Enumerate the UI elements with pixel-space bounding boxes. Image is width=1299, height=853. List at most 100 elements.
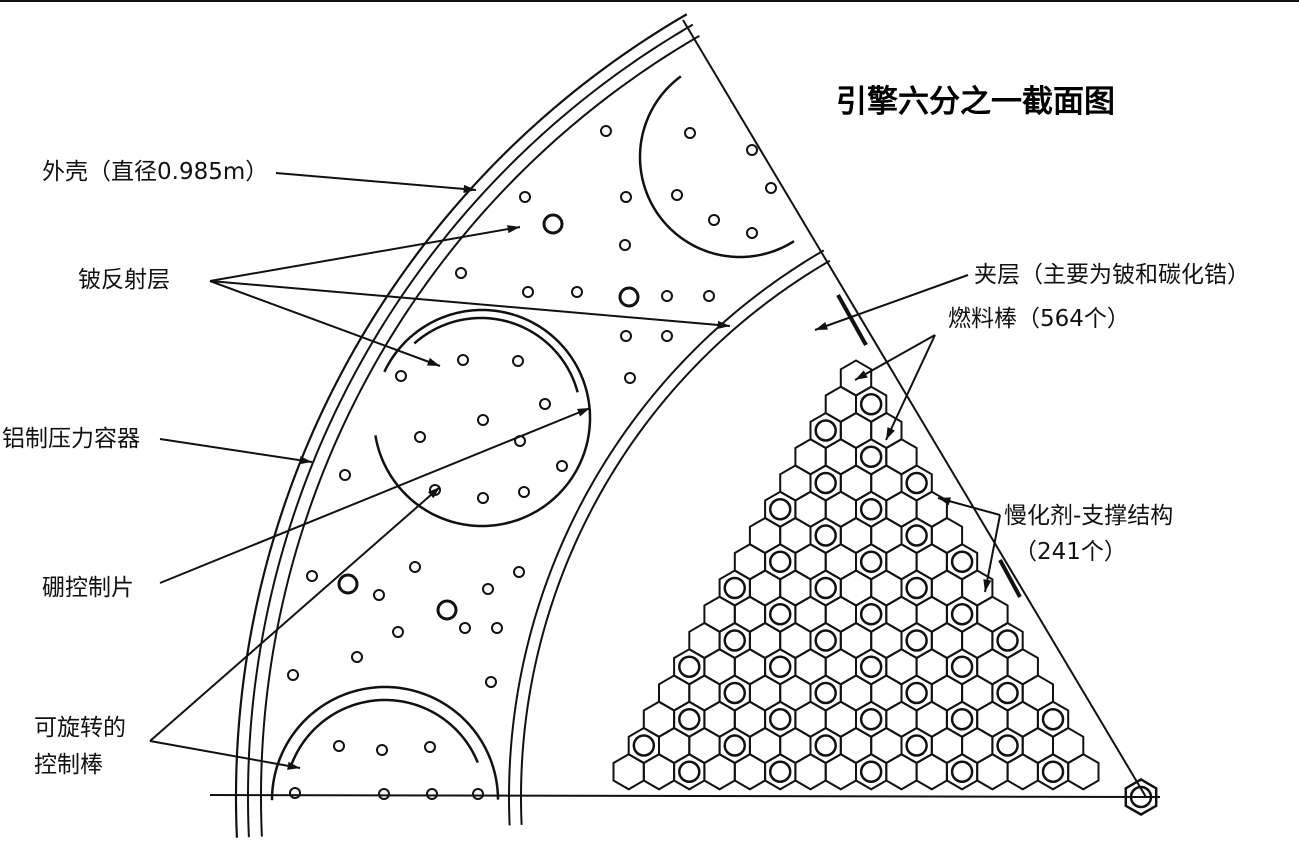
leader-reflector-c (209, 280, 731, 327)
fuel-rod-ring (814, 419, 837, 442)
fuel-rod-ring (996, 629, 1019, 652)
fuel-rod-ring (723, 629, 747, 652)
reflector-hole (684, 127, 696, 139)
leader-rod-b-head (287, 761, 300, 770)
fuel-rod-ring (905, 681, 928, 705)
fuel-rod-ring (950, 708, 974, 731)
fuel-rod-ring (859, 708, 883, 731)
reflector-hole (619, 239, 631, 251)
hex-cell (885, 753, 918, 791)
leader-reflector-a-head (507, 225, 520, 234)
fuel-rod-ring (950, 760, 974, 783)
leader-reflector-b (209, 280, 441, 367)
fuel-rod-ring (814, 734, 837, 757)
fuel-rod-ring (859, 655, 883, 678)
fuel-rod-ring (678, 708, 701, 731)
fuel-rod-ring (723, 576, 747, 600)
leader-reflector-b-head (427, 357, 440, 366)
reflector-hole (426, 788, 438, 800)
reflector-hole (600, 125, 612, 137)
fuel-rod-ring (859, 498, 883, 521)
reflector-hole (571, 286, 583, 298)
reflector-hole (491, 622, 503, 634)
reflector-large-hole (337, 573, 359, 595)
reflector-hole (477, 414, 489, 426)
leader-interlayer-head (815, 321, 828, 330)
fuel-rod-ring (996, 734, 1019, 757)
reflector-hole (289, 787, 301, 799)
fuel-rod-ring (905, 524, 928, 547)
edge-thick-segment (998, 559, 1022, 598)
fuel-rod-ring (768, 708, 792, 731)
hex-cell (824, 753, 857, 791)
fuel-rod-ring (905, 629, 928, 652)
fuel-rod-ring (950, 550, 974, 573)
label-rotating-rod-line2: 控制棒 (34, 752, 103, 778)
reflector-hole (455, 267, 467, 279)
reflector-hole (746, 144, 758, 156)
reactor-structure (209, 13, 1161, 838)
leader-fuel-b (885, 334, 936, 441)
hex-cell (612, 753, 645, 791)
fuel-rod-ring (859, 603, 883, 626)
reflector-hole (518, 486, 530, 498)
fuel-rod-ring (768, 655, 792, 678)
center-ring (1129, 785, 1153, 809)
fuel-rod-ring (678, 655, 701, 678)
fuel-rod-ring (859, 445, 883, 468)
fuel-rod-ring (905, 471, 928, 495)
fuel-rod-ring (1041, 760, 1065, 783)
reflector-hole (522, 286, 534, 298)
reflector-hole (485, 676, 497, 688)
reflector-hole (287, 669, 299, 681)
reflector-hole (746, 227, 758, 239)
reflector-hole (351, 651, 363, 663)
sector-arc (520, 259, 831, 825)
fuel-rod-ring (814, 576, 837, 600)
label-moderator-line2: （241个） (1014, 539, 1127, 565)
reflector-hole (519, 191, 531, 203)
reflector-large-hole (618, 286, 640, 308)
leader-vessel-head (299, 456, 312, 465)
leader-boron-plate-head (577, 408, 590, 417)
sector-arc (508, 249, 825, 826)
fuel-rod-ring (768, 760, 792, 783)
fuel-rod-ring (768, 603, 792, 626)
reflector-hole (378, 788, 390, 800)
reflector-hole (459, 622, 471, 634)
fuel-rod-ring (859, 760, 883, 783)
reflector-large-hole (436, 599, 458, 621)
hex-cell (733, 753, 767, 791)
control-drum-top (638, 75, 795, 259)
fuel-rod-ring (950, 655, 974, 678)
fuel-rod-ring (814, 681, 837, 705)
reflector-hole (339, 469, 351, 481)
reflector-hole (624, 372, 636, 384)
leader-fuel-a (854, 334, 936, 381)
sector-arc (260, 35, 700, 837)
fuel-rod-ring (768, 498, 792, 521)
edge-thick-segment (836, 294, 868, 346)
reflector-hole (414, 431, 426, 443)
leader-vessel (159, 438, 313, 463)
leader-reflector-a (209, 226, 521, 282)
hex-cell (794, 753, 827, 791)
leader-moderator-b (984, 514, 1001, 593)
leader-rod-b (149, 740, 301, 769)
reflector-hole (457, 354, 469, 366)
leader-fuel-a-head (855, 370, 868, 380)
fuel-rod-ring (905, 576, 928, 600)
leader-moderator-a-head (938, 497, 951, 506)
reflector-hole (477, 492, 489, 504)
reflector-hole (661, 290, 673, 302)
boron-plate-arc-bottom (290, 698, 479, 766)
label-moderator-line1: 慢化剂-支撑结构 (1004, 503, 1174, 529)
sector-edge-line (682, 19, 1147, 798)
reflector-hole (708, 214, 720, 226)
fuel-rod-ring (768, 550, 792, 573)
reflector-hole (472, 788, 484, 800)
fuel-rod-ring (950, 603, 974, 626)
label-al-pressure-vessel: 铝制压力容器 (2, 426, 140, 452)
